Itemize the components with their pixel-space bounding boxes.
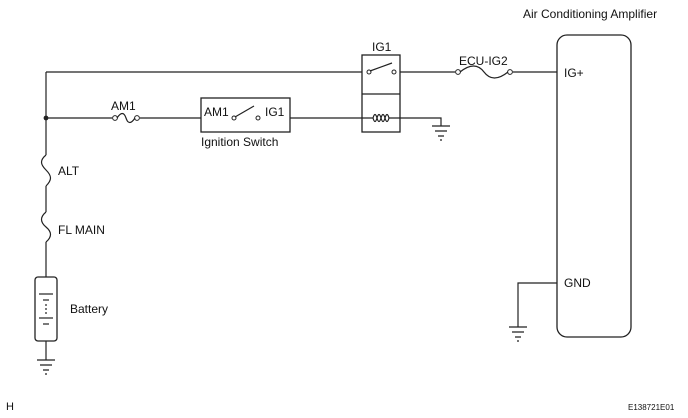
ground-symbol-relay bbox=[432, 125, 450, 141]
corner-letter: H bbox=[6, 401, 14, 413]
alt-label: ALT bbox=[58, 164, 80, 178]
fusible-link-alt: ALT bbox=[40, 154, 80, 187]
battery: Battery bbox=[34, 276, 108, 342]
figure-code: E138721E01 bbox=[628, 403, 675, 412]
junction-dot bbox=[43, 115, 49, 121]
ground-symbol-amplifier bbox=[509, 326, 527, 342]
fuse-am1: AM1 bbox=[111, 99, 140, 124]
ignition-switch-am1-terminal: AM1 bbox=[204, 105, 229, 119]
pin-gnd-label: GND bbox=[564, 276, 591, 290]
ig1-relay: IG1 bbox=[361, 40, 401, 133]
wires bbox=[45, 71, 558, 360]
fuse-ecu-ig2-label: ECU-IG2 bbox=[459, 54, 508, 68]
fuse-am1-label: AM1 bbox=[111, 99, 136, 113]
battery-label: Battery bbox=[70, 302, 108, 316]
ground-symbol-battery bbox=[37, 359, 55, 375]
pin-ig-plus-label: IG+ bbox=[564, 66, 584, 80]
ac-amplifier: Air Conditioning Amplifier IG+ GND bbox=[523, 7, 657, 338]
ignition-switch-ig1-terminal: IG1 bbox=[265, 105, 285, 119]
ignition-switch-caption: Ignition Switch bbox=[201, 135, 278, 149]
fuse-ecu-ig2: ECU-IG2 bbox=[455, 54, 513, 79]
ignition-switch: AM1 IG1 Ignition Switch bbox=[200, 97, 291, 149]
fusible-link-fl-main: FL MAIN bbox=[40, 211, 105, 243]
fl-main-label: FL MAIN bbox=[58, 223, 105, 237]
relay-label: IG1 bbox=[372, 40, 392, 54]
amplifier-title: Air Conditioning Amplifier bbox=[523, 7, 657, 21]
